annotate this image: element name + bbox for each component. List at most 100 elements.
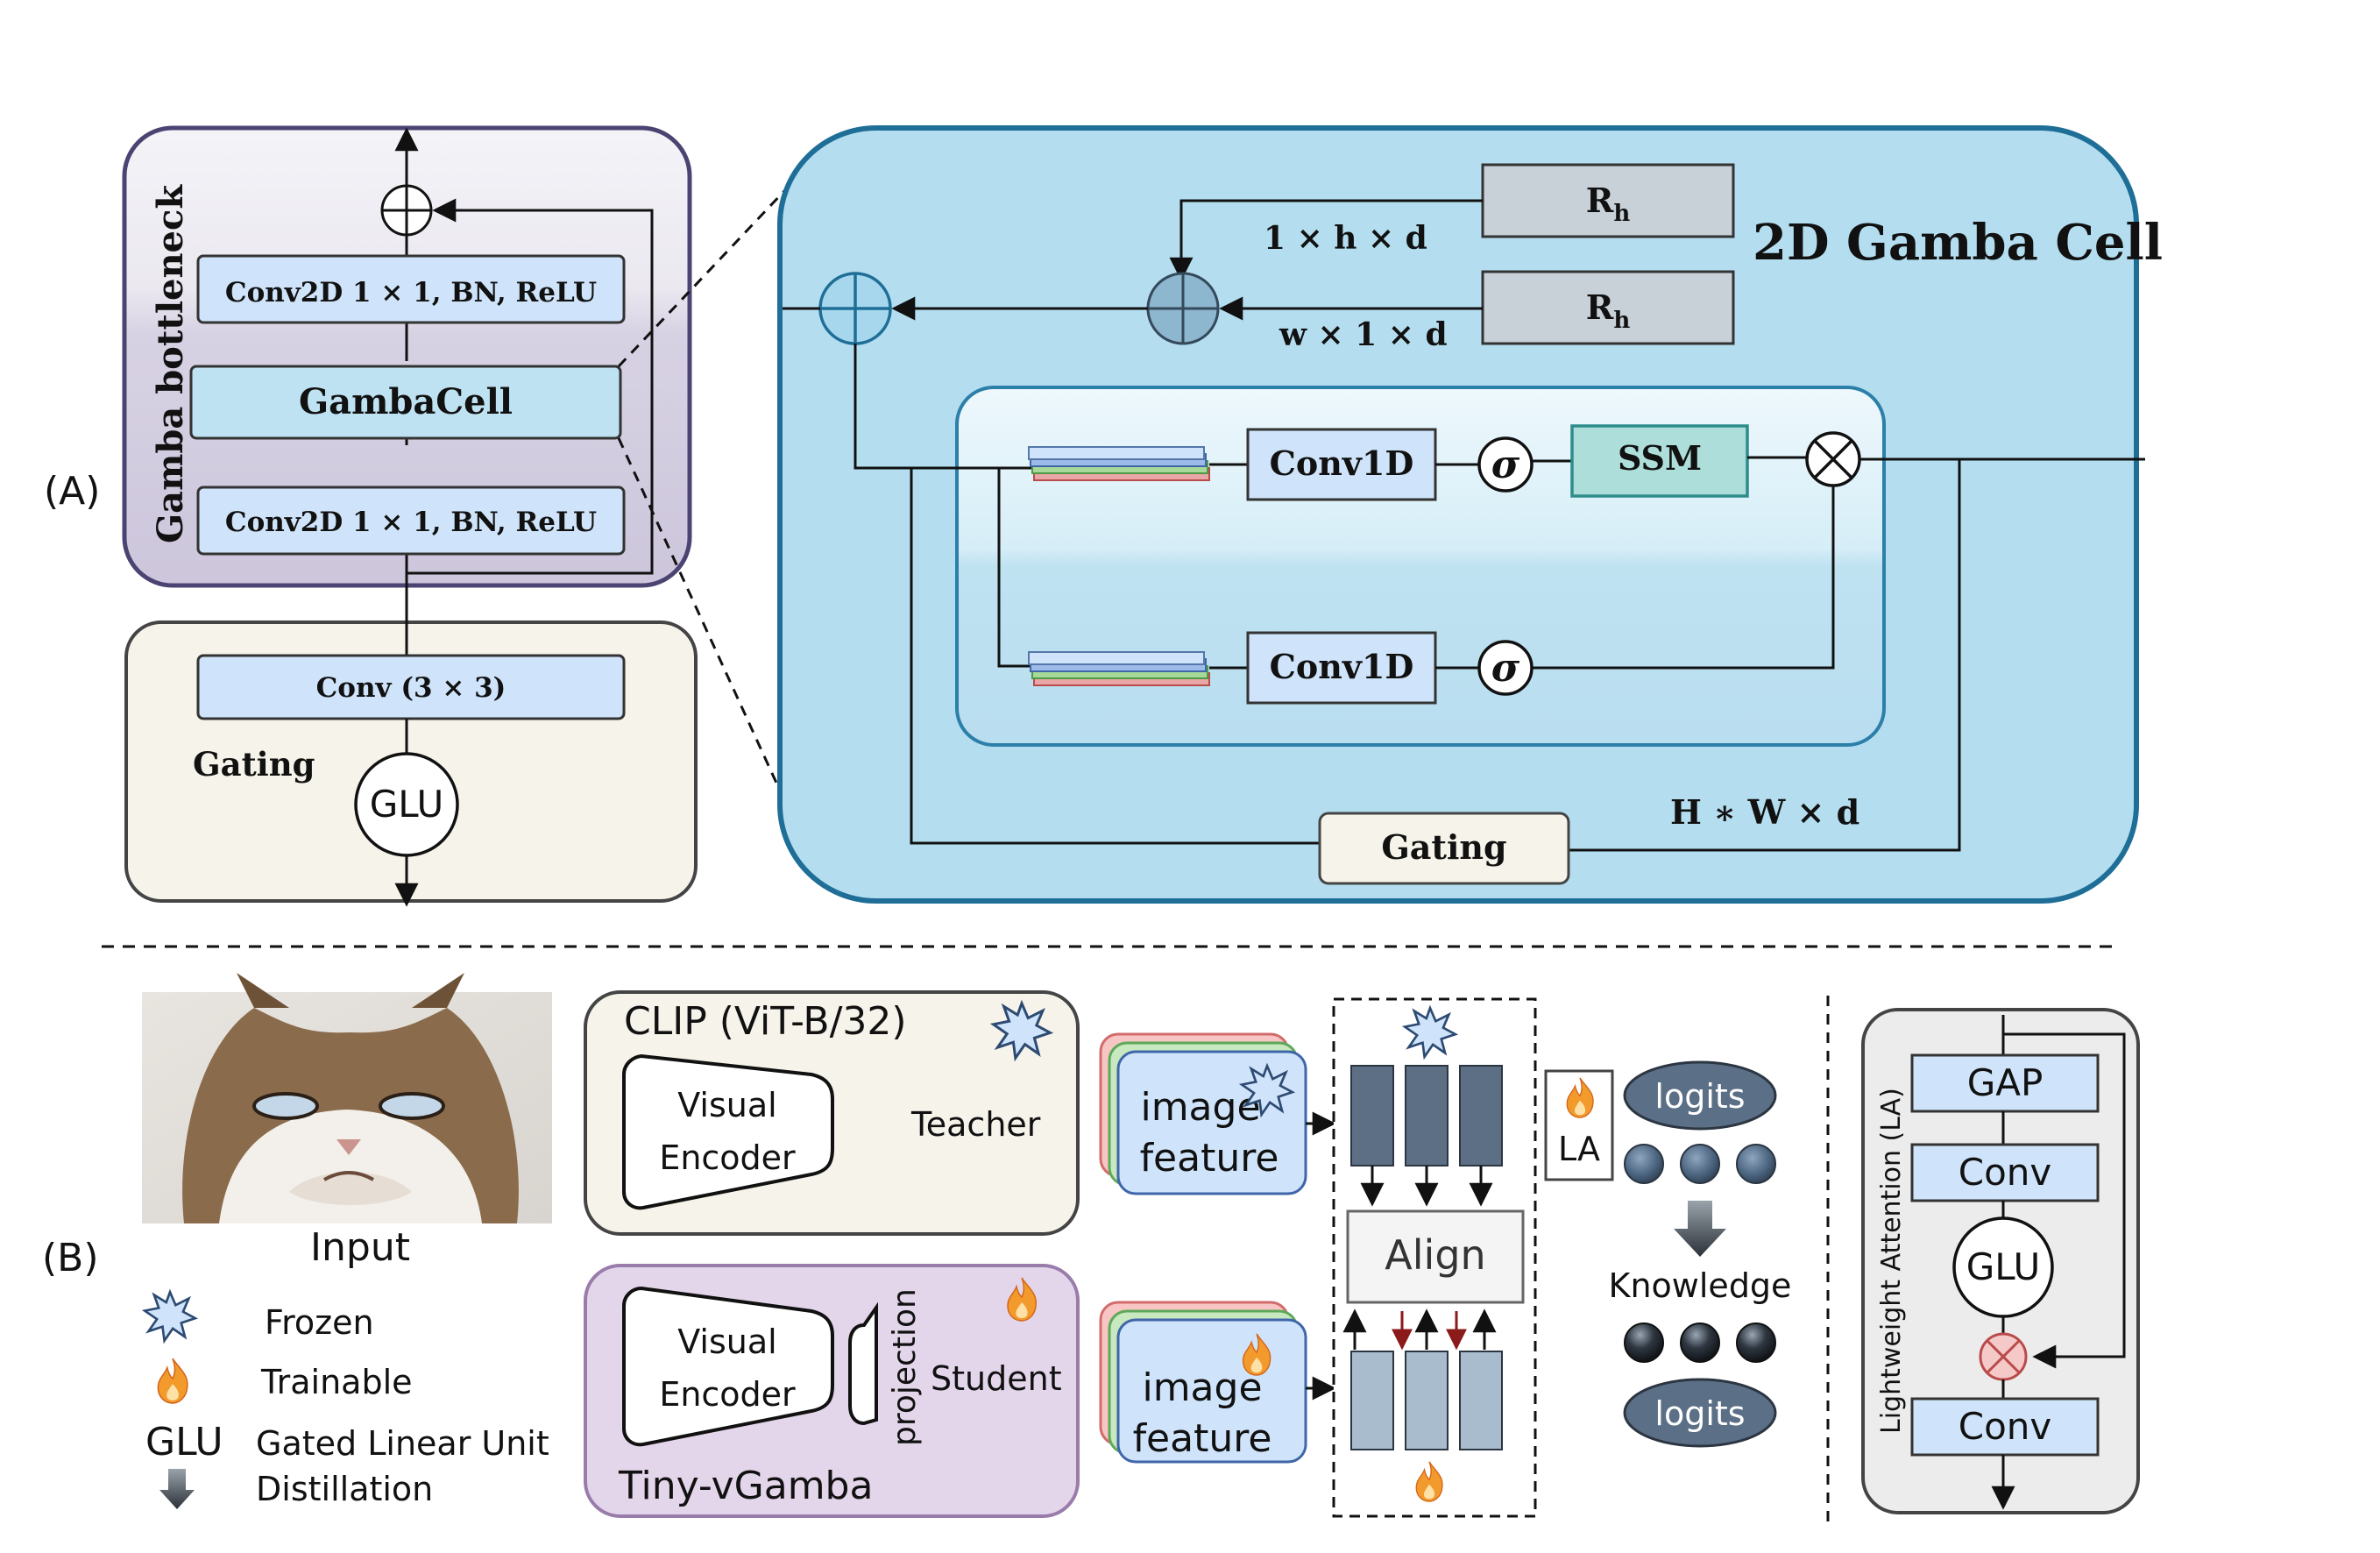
part-a-label: (A)	[44, 469, 100, 514]
svg-text:Rh: Rh	[1586, 181, 1631, 227]
gambacell-label: GambaCell	[299, 381, 513, 422]
la-title: Lightweight Attention (LA)	[1876, 1088, 1907, 1434]
dim-top-label: 1 × h × d	[1264, 220, 1427, 257]
projection-label: projection	[887, 1288, 923, 1446]
ssm-label: SSM	[1618, 438, 1702, 478]
conv3x3-block	[196, 654, 626, 720]
sigma-top-icon	[1477, 436, 1534, 493]
la-conv-top-label: Conv	[1959, 1151, 2052, 1194]
student-encoder-line1: Visual	[677, 1323, 776, 1361]
legend-frozen: Frozen	[265, 1303, 374, 1342]
dim-bottom-label: w × 1 × d	[1279, 316, 1448, 353]
teacher-logit-ball-3	[1736, 1144, 1776, 1184]
clip-title: CLIP (ViT-B/32)	[624, 999, 907, 1044]
cell-gating-label: Gating	[1381, 827, 1506, 867]
la-box-label: LA	[1558, 1130, 1600, 1168]
feature-stack-bottom	[1028, 651, 1210, 686]
student-bar-1	[1350, 1351, 1394, 1450]
logits-top-label: logits	[1654, 1077, 1745, 1116]
teacher-encoder-line2: Encoder	[659, 1138, 796, 1177]
frozen-star-icon	[143, 1290, 197, 1343]
conv1d-top-block	[1246, 428, 1437, 501]
la-conv-top-block	[1910, 1143, 2100, 1202]
logits-top	[1623, 1060, 1777, 1131]
teacher-encoder-shape	[622, 1053, 834, 1210]
legend-trainable: Trainable	[260, 1363, 413, 1401]
r-h-bottom-block	[1481, 270, 1735, 345]
r-h-top-label: R	[1586, 181, 1614, 220]
conv2d-top-block	[196, 254, 626, 324]
student-feature-line1: image	[1142, 1365, 1262, 1410]
lightweight-attention-panel: Lightweight Attention (LA) GAP Conv GLU …	[1861, 1008, 2140, 1514]
student-bar-3	[1459, 1351, 1503, 1450]
clip-teacher-box: CLIP (ViT-B/32) Visual Encoder Teacher	[584, 990, 1080, 1236]
multiply-circle-icon	[1979, 1332, 2028, 1381]
bottleneck-title: Gamba bottleneck	[150, 184, 191, 543]
teacher-logit-ball-1	[1624, 1144, 1664, 1184]
la-box: LA	[1544, 1069, 1614, 1181]
distillation-arrow-icon	[159, 1469, 195, 1509]
conv1d-bottom-label: Conv1D	[1270, 647, 1414, 686]
logits-bottom	[1623, 1378, 1777, 1448]
teacher-image-feature: image feature	[1099, 1032, 1307, 1195]
hw-dim-label: H ∗ W × d	[1670, 792, 1859, 832]
gap-label: GAP	[1967, 1061, 2044, 1104]
student-bar-2	[1405, 1351, 1449, 1450]
gambacell-block	[189, 365, 622, 440]
teacher-feature-line1: image	[1140, 1085, 1260, 1130]
align-panel: Align	[1332, 997, 1537, 1518]
input-label: Input	[310, 1225, 410, 1270]
conv2d-bottom-block	[196, 486, 626, 556]
projection-shape	[848, 1301, 878, 1426]
teacher-feature-line2: feature	[1140, 1136, 1279, 1181]
student-logit-ball-2	[1680, 1323, 1720, 1363]
ssm-block	[1570, 424, 1749, 498]
conv3x3-label: Conv (3 × 3)	[316, 672, 506, 704]
multiply-circle-icon	[1805, 431, 1861, 487]
r-h-bottom-label: R	[1586, 287, 1614, 327]
logits-bottom-label: logits	[1654, 1394, 1745, 1433]
student-label: Student	[931, 1359, 1062, 1398]
teacher-encoder-line1: Visual	[677, 1086, 776, 1124]
distillation-arrow-icon	[1674, 1201, 1726, 1257]
r-h-top-sub: h	[1613, 201, 1630, 227]
student-logit-ball-1	[1624, 1323, 1664, 1363]
glu-label: GLU	[370, 783, 444, 826]
cell-gating-block	[1318, 812, 1570, 885]
align-label: Align	[1385, 1231, 1485, 1279]
knowledge-label: Knowledge	[1609, 1266, 1792, 1305]
part-b-label: (B)	[42, 1236, 99, 1280]
conv2d-bottom-label: Conv2D 1 × 1, BN, ReLU	[225, 507, 597, 538]
student-logit-ball-3	[1736, 1323, 1776, 1363]
legend: Frozen Trainable GLU Gated Linear Unit D…	[143, 1290, 549, 1509]
student-encoder-shape	[622, 1286, 834, 1447]
gamba-cell-2d: 2D Gamba Cell Rh Rh 1 × h × d w × 1 × d	[777, 125, 2163, 904]
conv1d-top-label: Conv1D	[1270, 443, 1414, 483]
align-block	[1346, 1209, 1525, 1304]
cell-title: 2D Gamba Cell	[1753, 214, 2163, 272]
conv2d-top-label: Conv2D 1 × 1, BN, ReLU	[225, 277, 597, 308]
student-title: Tiny-vGamba	[618, 1464, 873, 1508]
teacher-bar-2	[1405, 1065, 1449, 1167]
knowledge-column: logits Knowledge logits	[1609, 1060, 1792, 1448]
teacher-bar-1	[1350, 1065, 1394, 1167]
add-circle-icon	[818, 272, 892, 345]
trainable-flame-icon	[157, 1358, 188, 1404]
cat-photo	[142, 973, 552, 1223]
legend-distillation: Distillation	[256, 1470, 433, 1508]
student-box: Visual Encoder projection Student Tiny-v…	[584, 1264, 1080, 1518]
student-encoder-line2: Encoder	[659, 1375, 796, 1414]
sigma-bottom-label: σ	[1491, 646, 1520, 691]
feature-stack-top	[1028, 446, 1210, 481]
legend-glu-abbr: GLU	[145, 1420, 223, 1464]
legend-glu-full: Gated Linear Unit	[256, 1424, 549, 1463]
conv1d-bottom-block	[1246, 631, 1437, 705]
gap-block	[1910, 1053, 2100, 1113]
add-circle-icon	[380, 184, 433, 237]
la-conv-bottom-block	[1910, 1397, 2100, 1457]
student-feature-line2: feature	[1133, 1416, 1272, 1461]
add-circle-icon	[1146, 272, 1220, 345]
r-h-bottom-sub: h	[1613, 308, 1630, 334]
sigma-top-label: σ	[1491, 443, 1520, 487]
